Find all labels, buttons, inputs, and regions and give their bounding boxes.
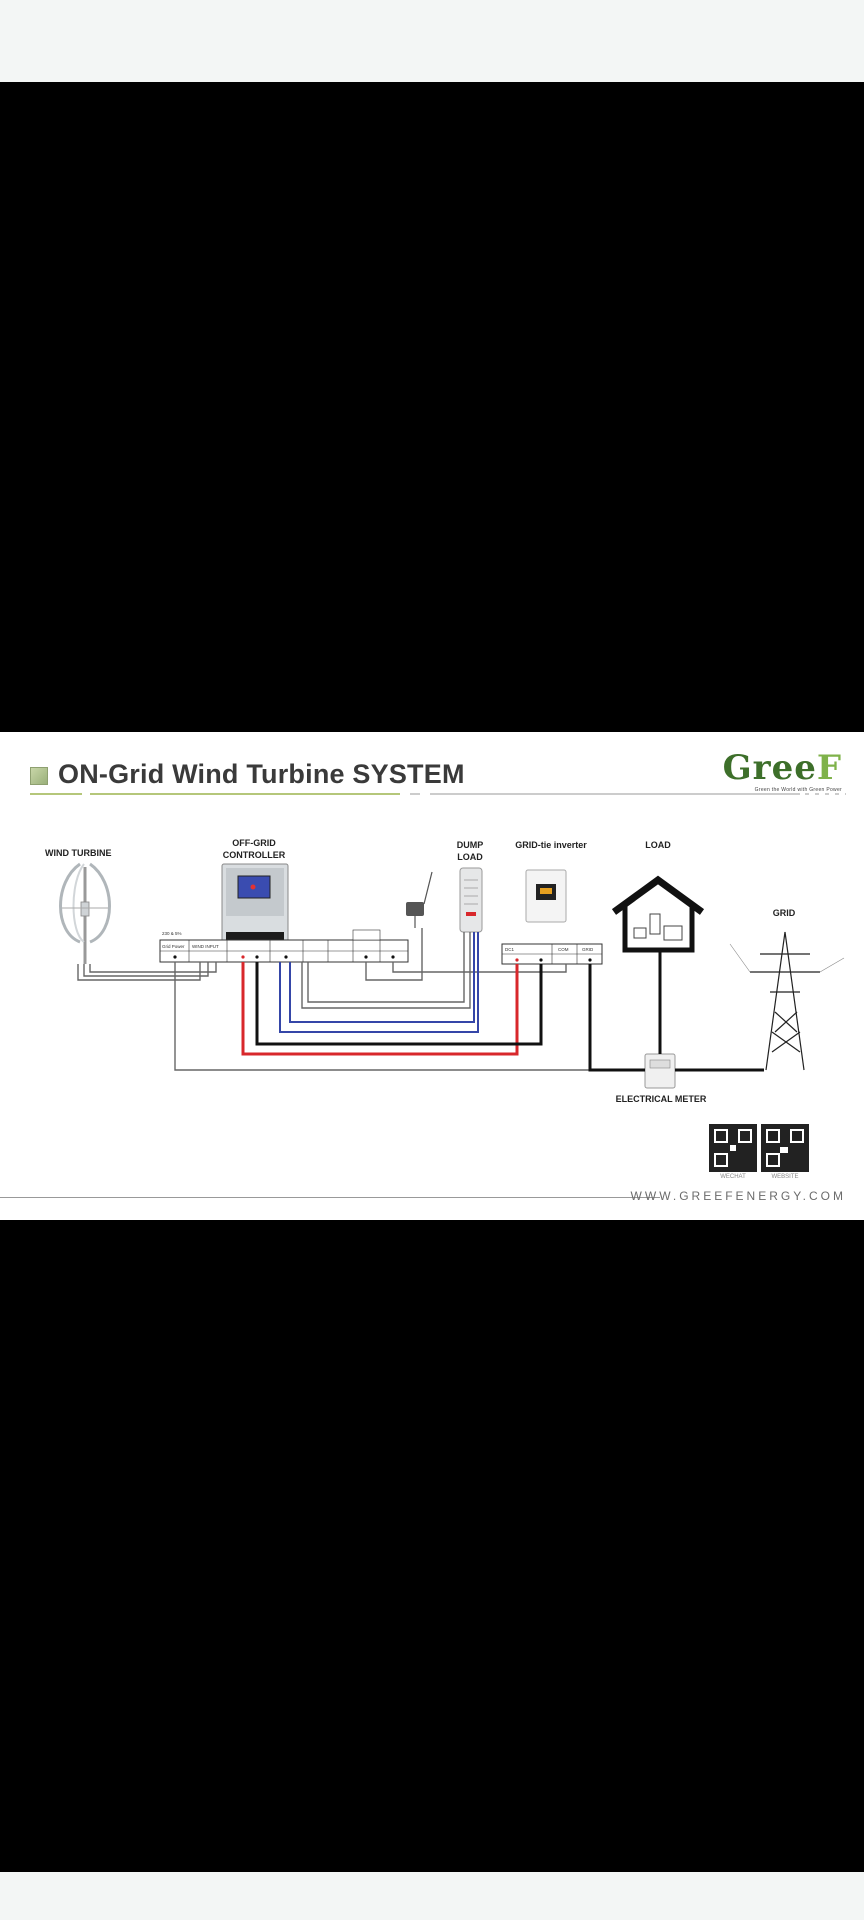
logo-accent: F: [816, 748, 842, 788]
bottom-bar: [0, 1872, 864, 1920]
wind-turbine-icon: [59, 862, 111, 964]
ac-wires: [588, 950, 764, 1072]
qr-wechat-caption: WECHAT: [720, 1174, 746, 1180]
inverter-com-text: COM: [558, 947, 569, 952]
wiring-diagram: WIND TURBINE OFF-GRID CONTROLLER DUMP LO…: [30, 793, 846, 1104]
dc-wires: [241, 962, 543, 1056]
grid-power-text: Grid Power: [162, 944, 185, 949]
dump-load-label-2: LOAD: [457, 852, 483, 862]
controller-label-2: CONTROLLER: [223, 850, 286, 860]
diagram-image[interactable]: ON-Grid Wind Turbine SYSTEM GreeF Green …: [0, 732, 864, 1220]
house-load-icon: [611, 875, 705, 953]
footer-rule: [0, 1197, 660, 1198]
controller-label-1: OFF-GRID: [232, 838, 276, 848]
sensor-icon: [406, 871, 433, 928]
website-url: WWW.GREEFENERGY.COM: [630, 1189, 846, 1203]
qr-code-icon: [761, 1124, 809, 1172]
dump-load-label-1: DUMP: [457, 840, 484, 850]
inverter-dc-text: DC1: [505, 947, 514, 952]
electrical-meter-icon: [644, 1053, 676, 1089]
inverter-terminal-strip: DC1 COM GRID: [501, 943, 603, 965]
voltage-text: 230 & 5%: [162, 931, 182, 936]
inverter-label: GRID-tie inverter: [515, 840, 587, 850]
grid-label: GRID: [773, 908, 796, 918]
qr-code-icon: [709, 1124, 757, 1172]
inverter-icon: [525, 869, 567, 923]
title-row: ON-Grid Wind Turbine SYSTEM: [30, 754, 465, 794]
qr-website: WEBSITE: [761, 1124, 809, 1180]
dump-load-icon: [459, 867, 483, 933]
wind-input-text: WIND INPUT: [192, 944, 219, 949]
inverter-grid-text: GRID: [582, 947, 594, 952]
qr-website-caption: WEBSITE: [771, 1174, 799, 1180]
greef-logo: GreeF Green the World with Green Power: [723, 750, 842, 793]
title-square-icon: [30, 767, 48, 785]
terminal-strip: 230 & 5% Grid Power WIND INPUT: [159, 929, 409, 963]
wind-turbine-label: WIND TURBINE: [45, 848, 112, 858]
page-title: ON-Grid Wind Turbine SYSTEM: [58, 758, 465, 789]
qr-wechat: WECHAT: [709, 1124, 757, 1180]
electrical-meter-label: ELECTRICAL METER: [616, 1094, 707, 1104]
logo-tagline: Green the World with Green Power: [754, 787, 842, 793]
gray-wires: [77, 928, 632, 1071]
logo-text: Gree: [722, 748, 817, 788]
power-tower-icon: [729, 931, 845, 1071]
load-label: LOAD: [645, 840, 671, 850]
blue-wires: [279, 932, 479, 1033]
